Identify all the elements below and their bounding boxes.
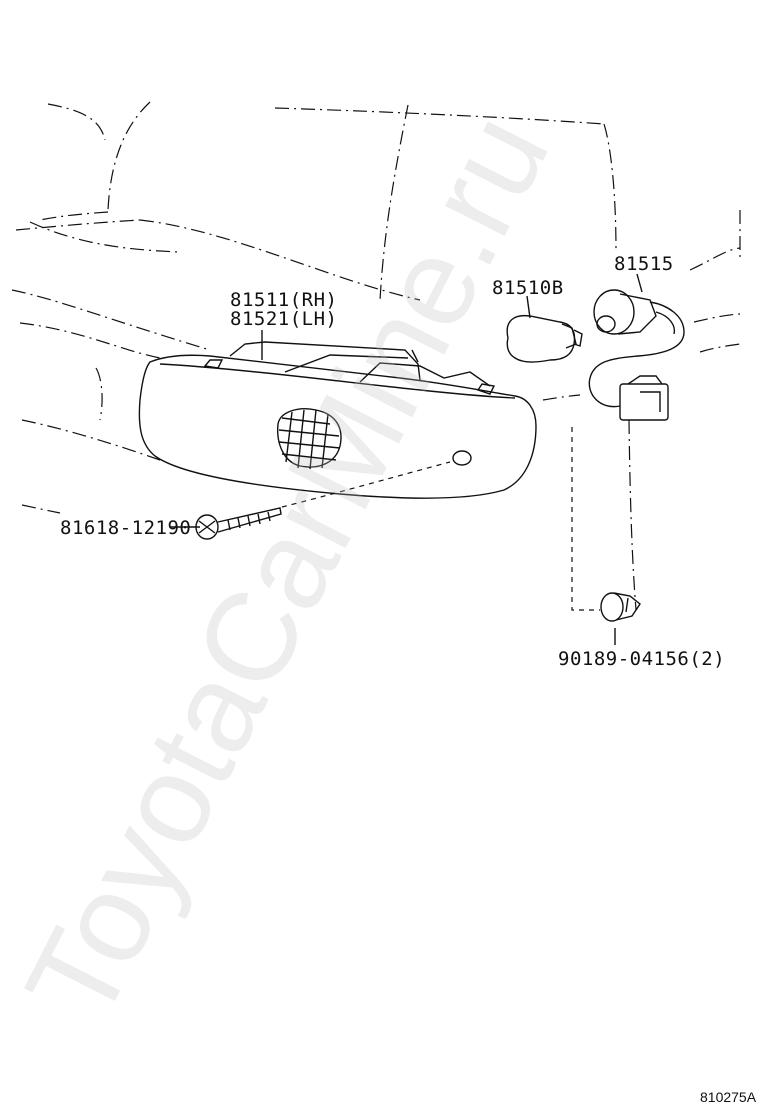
screw-drawing xyxy=(195,507,282,540)
vehicle-body-outline xyxy=(11,101,741,611)
label-lamp-lh: 81521(LH) xyxy=(230,308,337,330)
watermark: ToyotaCarMine.ru xyxy=(0,92,576,1042)
bulb-drawing xyxy=(506,314,583,363)
clip-drawing xyxy=(600,592,641,622)
diagram-code: 810275A xyxy=(700,1089,757,1105)
turn-signal-lamp-assembly xyxy=(138,341,537,499)
label-socket: 81515 xyxy=(614,253,674,275)
label-bulb: 81510B xyxy=(492,277,564,299)
socket-drawing xyxy=(588,289,685,421)
label-lamp-rh: 81511(RH) xyxy=(230,289,337,311)
leader-lines xyxy=(170,273,643,645)
label-clip: 90189-04156(2) xyxy=(558,648,725,670)
label-screw: 81618-12190 xyxy=(60,517,191,539)
